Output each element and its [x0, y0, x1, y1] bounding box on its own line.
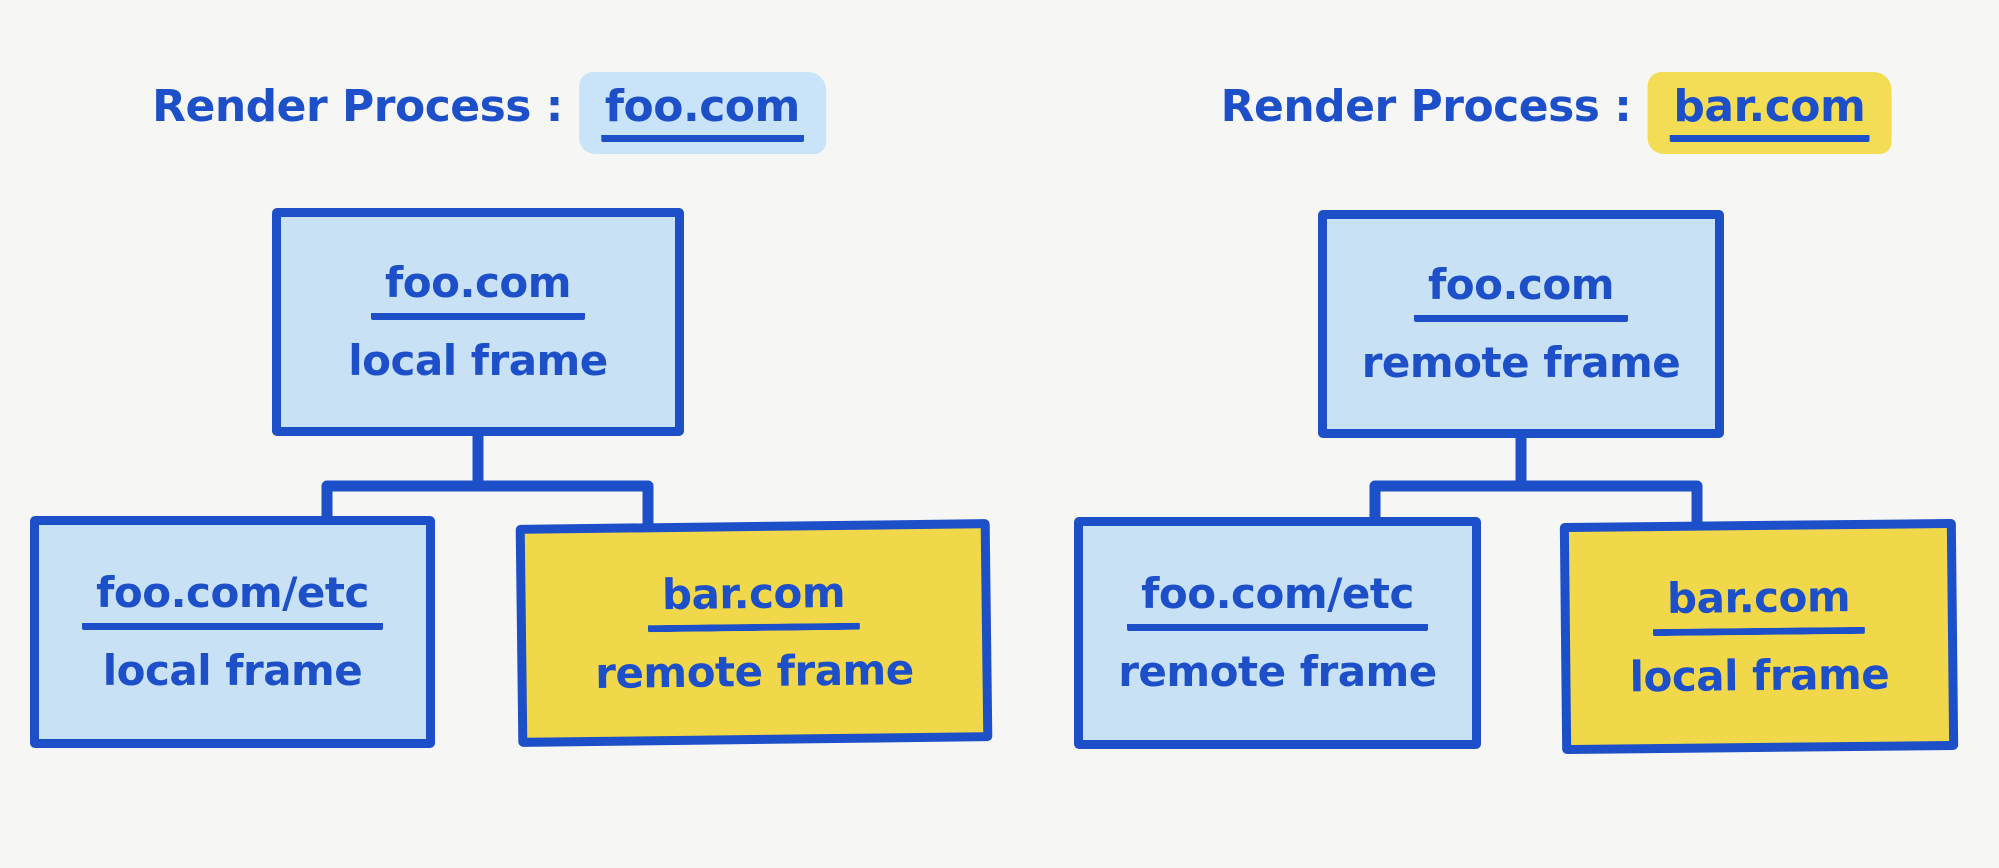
- right-diagram-title: Render Process : bar.com: [1221, 72, 1892, 154]
- left-child-node-foo-etc: foo.com/etc local frame: [30, 516, 435, 748]
- left-child-a-domain: foo.com/etc: [82, 572, 383, 630]
- right-root-domain: foo.com: [1414, 264, 1628, 322]
- left-child-a-frame-type: local frame: [102, 646, 363, 695]
- right-title-prefix: Render Process :: [1220, 81, 1632, 132]
- right-child-b-domain: bar.com: [1652, 572, 1865, 636]
- left-title-prefix: Render Process :: [152, 81, 563, 132]
- right-title-domain-highlight: bar.com: [1647, 72, 1892, 154]
- right-root-node-foo: foo.com remote frame: [1318, 210, 1724, 438]
- right-child-node-foo-etc: foo.com/etc remote frame: [1074, 517, 1481, 749]
- right-root-frame-type: remote frame: [1361, 338, 1681, 387]
- right-child-a-frame-type: remote frame: [1118, 647, 1437, 696]
- right-child-a-domain: foo.com/etc: [1127, 573, 1428, 631]
- left-child-b-frame-type: remote frame: [594, 645, 915, 698]
- right-title-domain: bar.com: [1669, 85, 1870, 142]
- left-title-domain: foo.com: [600, 85, 804, 142]
- left-title-domain-highlight: foo.com: [578, 72, 826, 154]
- left-diagram-title: Render Process : foo.com: [152, 72, 826, 154]
- left-root-domain: foo.com: [371, 262, 585, 320]
- left-child-b-domain: bar.com: [647, 568, 860, 633]
- right-child-node-bar: bar.com local frame: [1559, 518, 1959, 755]
- left-root-node-foo: foo.com local frame: [272, 208, 684, 436]
- left-child-node-bar: bar.com remote frame: [515, 519, 993, 747]
- left-root-frame-type: local frame: [348, 336, 608, 385]
- right-child-b-frame-type: local frame: [1629, 649, 1890, 701]
